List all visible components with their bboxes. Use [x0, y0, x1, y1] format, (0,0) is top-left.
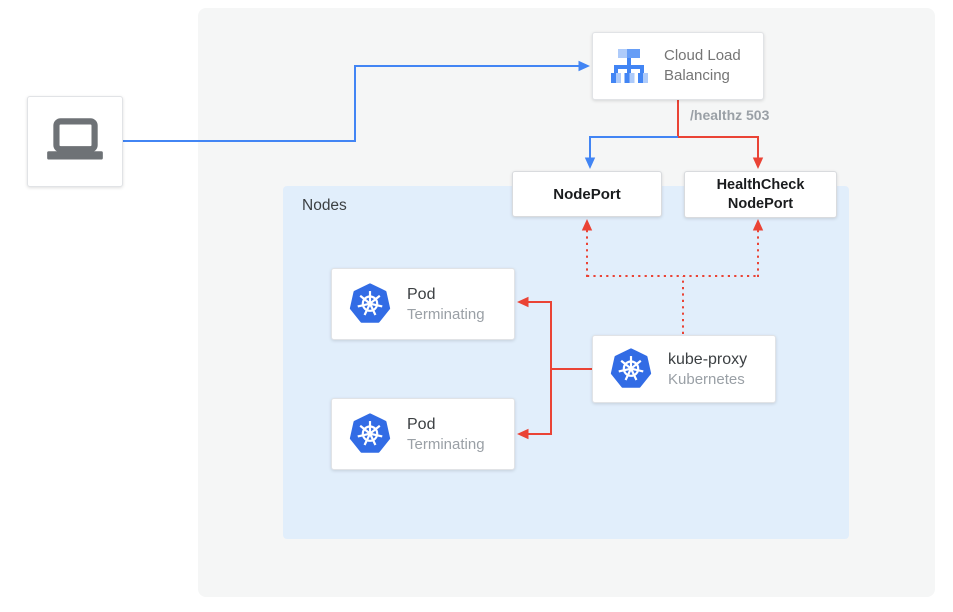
pod-terminating-node-1: Pod Terminating [331, 268, 515, 340]
cloud-load-balancing-node: Cloud Load Balancing [592, 32, 764, 100]
kube-proxy-subtitle: Kubernetes [668, 370, 745, 388]
healthz-status-label: /healthz 503 [690, 107, 770, 123]
pod-terminating-node-2: Pod Terminating [331, 398, 515, 470]
kubernetes-icon [349, 283, 391, 323]
client-node [27, 96, 123, 187]
healthcheck-nodeport-node: HealthCheck NodePort [684, 171, 837, 218]
pod-status: Terminating [407, 305, 485, 323]
nodes-panel-label: Nodes [302, 197, 347, 214]
healthcheck-nodeport-label: HealthCheck NodePort [716, 176, 805, 212]
kubernetes-icon [349, 413, 391, 453]
laptop-icon [47, 117, 103, 160]
kube-proxy-node: kube-proxy Kubernetes [592, 335, 776, 403]
kube-proxy-title: kube-proxy [668, 350, 748, 368]
nodeport-node: NodePort [512, 171, 662, 217]
nodeport-label: NodePort [553, 185, 621, 203]
pod-status: Terminating [407, 435, 485, 453]
cloud-load-balancing-label: Cloud Load Balancing [664, 47, 741, 84]
pod-title: Pod [407, 415, 436, 433]
pod-title: Pod [407, 285, 436, 303]
load-balancer-icon [611, 49, 648, 83]
kubernetes-icon [610, 348, 652, 388]
